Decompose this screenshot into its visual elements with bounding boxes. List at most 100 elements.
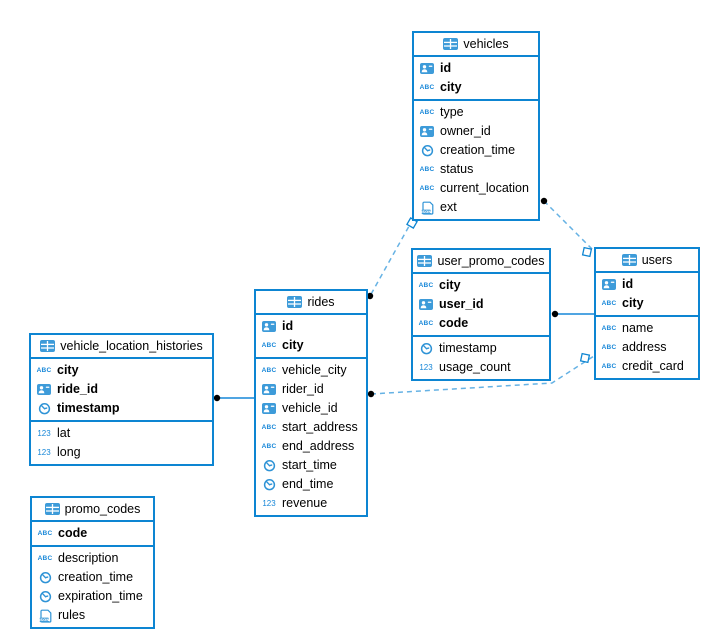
column-label: description: [58, 551, 119, 565]
table-header[interactable]: user_promo_codes: [413, 250, 549, 274]
column-row[interactable]: timestamp: [31, 399, 212, 418]
column-label: rules: [58, 608, 86, 622]
columns-section: timestamp 123 usage_count: [413, 337, 549, 379]
abc-text-type-icon: ABC: [601, 344, 617, 351]
column-row[interactable]: vehicle_id: [256, 399, 366, 418]
table-header[interactable]: rides: [256, 291, 366, 315]
relation-cardinality-marker: [581, 246, 593, 258]
column-label: timestamp: [439, 341, 497, 355]
column-row[interactable]: expiration_time: [32, 587, 153, 606]
timestamp-clock-type-icon: [260, 459, 278, 472]
timestamp-clock-type-icon: [417, 342, 435, 355]
column-label: user_id: [439, 297, 484, 311]
table-header[interactable]: vehicle_location_histories: [31, 335, 212, 359]
id-badge-type-icon: [260, 384, 278, 395]
column-label: owner_id: [440, 124, 491, 138]
column-label: id: [282, 319, 294, 333]
number-type-icon: 123: [419, 363, 433, 372]
column-row[interactable]: end_time: [256, 475, 366, 494]
column-label: start_address: [282, 420, 358, 434]
table-title: promo_codes: [64, 502, 141, 516]
relation-rides-users[interactable]: [370, 355, 595, 395]
column-row[interactable]: timestamp: [413, 339, 549, 358]
table-header[interactable]: promo_codes: [32, 498, 153, 522]
column-row[interactable]: id: [596, 275, 698, 294]
column-label: vehicle_city: [282, 363, 347, 377]
column-label: rider_id: [282, 382, 324, 396]
relation-endpoint-dot: [213, 394, 221, 402]
column-row[interactable]: rider_id: [256, 380, 366, 399]
column-label: start_time: [282, 458, 337, 472]
column-row[interactable]: user_id: [413, 295, 549, 314]
column-row[interactable]: id: [256, 317, 366, 336]
abc-text-type-icon: ABC: [418, 282, 434, 289]
timestamp-clock-type-icon: [36, 571, 54, 584]
column-label: credit_card: [622, 359, 684, 373]
abc-text-type-icon: ABC: [419, 166, 435, 173]
abc-text-type-icon: ABC: [419, 109, 435, 116]
column-row[interactable]: creation_time: [414, 141, 538, 160]
column-row[interactable]: owner_id: [414, 122, 538, 141]
table-header[interactable]: users: [596, 249, 698, 273]
column-label: end_time: [282, 477, 334, 491]
table-icon: [44, 503, 60, 515]
column-row[interactable]: ABC status: [414, 160, 538, 179]
column-row[interactable]: start_time: [256, 456, 366, 475]
table-header[interactable]: vehicles: [414, 33, 538, 57]
relation-cardinality-marker: [579, 352, 591, 364]
relation-vehicles-rides[interactable]: [369, 218, 414, 297]
abc-text-type-icon: ABC: [601, 325, 617, 332]
abc-text-type-icon: ABC: [419, 84, 435, 91]
svg-text:JSON: JSON: [421, 210, 431, 214]
column-label: timestamp: [57, 401, 120, 415]
column-row[interactable]: ride_id: [31, 380, 212, 399]
table-title: vehicles: [463, 37, 509, 51]
column-label: status: [440, 162, 474, 176]
table-icon: [621, 254, 637, 266]
column-label: usage_count: [439, 360, 511, 374]
table-icon: [40, 340, 56, 352]
column-row[interactable]: id: [414, 59, 538, 78]
relation-vehicles-users[interactable]: [543, 200, 594, 251]
column-label: city: [439, 278, 461, 292]
column-row[interactable]: 123 usage_count: [413, 358, 549, 377]
table-icon: [443, 38, 459, 50]
column-row[interactable]: creation_time: [32, 568, 153, 587]
id-badge-type-icon: [418, 63, 436, 74]
column-row[interactable]: ABC city: [413, 276, 549, 295]
relation-endpoint-dot: [367, 390, 375, 398]
